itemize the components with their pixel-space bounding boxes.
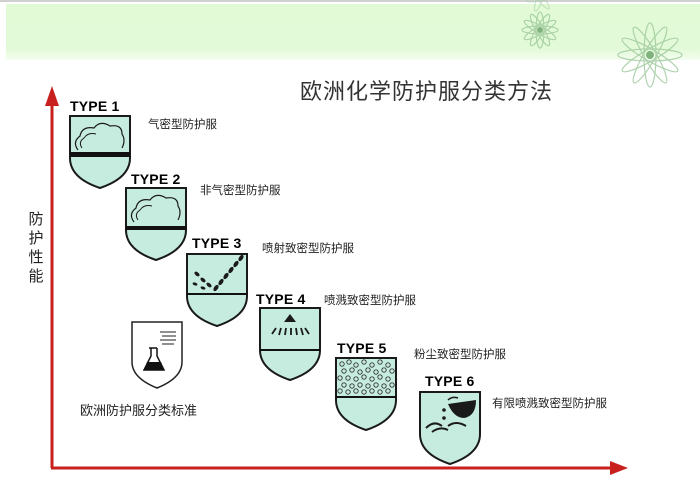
type-6-label: TYPE 6	[425, 373, 475, 389]
type-1-description: 气密型防护服	[148, 117, 217, 131]
top-border	[0, 0, 700, 2]
type-3-label: TYPE 3	[192, 235, 242, 251]
dust-particles-icon	[335, 357, 397, 432]
type-2-description: 非气密型防护服	[200, 183, 281, 197]
type-1-label: TYPE 1	[70, 98, 120, 114]
type-4-label: TYPE 4	[256, 291, 306, 307]
gas-cloud-icon	[69, 115, 131, 190]
type-4-description: 喷溅致密型防护服	[324, 293, 416, 307]
standard-label: 欧洲防护服分类标准	[80, 404, 198, 419]
page-title: 欧洲化学防护服分类方法	[300, 80, 554, 105]
header-banner	[6, 4, 700, 60]
type-3-description: 喷射致密型防护服	[262, 241, 354, 255]
gas-cloud-icon	[125, 187, 187, 262]
type-6-description: 有限喷溅致密型防护服	[492, 396, 607, 410]
flower-decoration-icon	[521, 0, 683, 88]
type-5-label: TYPE 5	[337, 340, 387, 356]
chemical-flask-shield-icon	[131, 321, 183, 389]
type-2-label: TYPE 2	[131, 171, 181, 187]
liquid-jet-icon	[186, 253, 248, 328]
pouring-splash-icon	[419, 391, 481, 466]
spray-icon	[259, 307, 321, 382]
y-axis-label: 防护性能	[28, 210, 44, 285]
type-5-description: 粉尘致密型防护服	[414, 347, 506, 361]
